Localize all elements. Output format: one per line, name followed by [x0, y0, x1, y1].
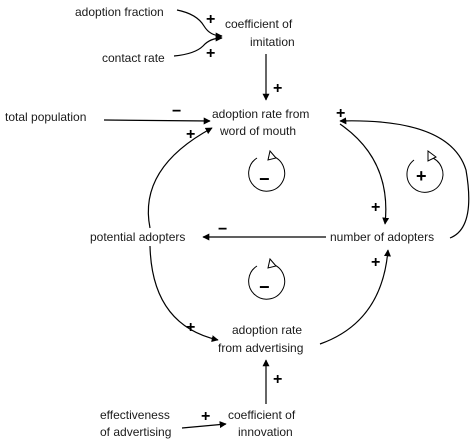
- link-effectiveness-to-innovation: [181, 421, 227, 429]
- polarity-total-to-wom: −: [172, 103, 181, 120]
- link-advertising-to-number-of-adopters: [319, 249, 391, 345]
- node-effectiveness-of-advertising: effectiveness of advertising: [100, 408, 171, 439]
- svg-text:adoption rate: adoption rate: [232, 323, 302, 337]
- node-contact-rate: contact rate: [102, 51, 165, 65]
- svg-text:of advertising: of advertising: [100, 425, 171, 439]
- svg-text:adoption rate from: adoption rate from: [212, 107, 309, 121]
- svg-text:innovation: innovation: [238, 425, 293, 439]
- node-adoption-rate-word-of-mouth: adoption rate from word of mouth: [212, 107, 309, 138]
- node-total-population: total population: [5, 110, 86, 124]
- node-potential-adopters: potential adopters: [90, 230, 185, 244]
- svg-text:word of mouth: word of mouth: [219, 124, 296, 138]
- link-total-population-to-word-of-mouth: [103, 117, 211, 125]
- polarity-innovation-to-adv: +: [273, 371, 282, 388]
- svg-text:−: −: [259, 169, 270, 189]
- svg-text:coefficient of: coefficient of: [228, 408, 296, 422]
- node-coefficient-of-imitation: coefficient of imitation: [225, 17, 295, 49]
- polarity-adv-to-adopters: +: [371, 254, 380, 271]
- polarity-potential-to-wom: +: [186, 126, 195, 143]
- link-potential-adopters-to-word-of-mouth: [147, 127, 213, 229]
- svg-text:effectiveness: effectiveness: [100, 408, 170, 422]
- link-word-of-mouth-to-number-of-adopters: [339, 123, 390, 225]
- polarity-effectiveness-to-innovation: +: [201, 408, 210, 425]
- link-contact-rate-to-imitation: [173, 34, 223, 57]
- polarity-potential-to-adv: +: [186, 319, 195, 336]
- loop-indicator-lower-balancing: −: [248, 257, 286, 300]
- svg-text:−: −: [259, 277, 270, 297]
- svg-text:from advertising: from advertising: [218, 341, 303, 355]
- loop-indicator-reinforcing: +: [406, 150, 444, 193]
- polarity-adopters-feedback-to-wom: +: [336, 105, 345, 122]
- polarity-fraction-to-imitation: +: [206, 11, 215, 28]
- link-potential-adopters-to-advertising: [149, 245, 219, 343]
- svg-text:imitation: imitation: [250, 35, 295, 49]
- polarity-imitation-to-wom: +: [273, 80, 282, 97]
- polarity-wom-to-adopters: +: [371, 199, 380, 216]
- node-adoption-fraction: adoption fraction: [75, 5, 164, 19]
- svg-text:coefficient of: coefficient of: [225, 17, 293, 31]
- loop-indicator-upper-balancing: −: [248, 149, 286, 192]
- node-number-of-adopters: number of adopters: [330, 230, 434, 244]
- node-adoption-rate-from-advertising: adoption rate from advertising: [218, 323, 303, 355]
- polarity-adopters-to-potential: −: [218, 221, 227, 238]
- polarity-contact-to-imitation: +: [206, 45, 215, 62]
- svg-text:+: +: [416, 166, 427, 186]
- link-adoption-fraction-to-imitation: [176, 9, 223, 40]
- node-coefficient-of-innovation: coefficient of innovation: [228, 408, 296, 439]
- link-number-of-adopters-feedback-to-word-of-mouth: [339, 117, 470, 239]
